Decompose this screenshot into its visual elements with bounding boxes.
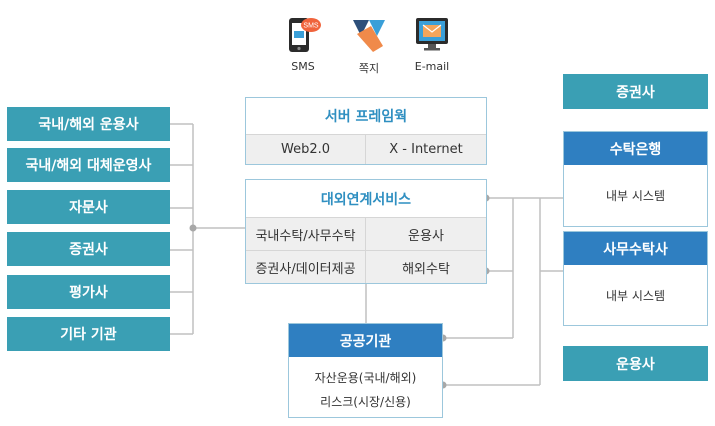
public-agency-line-2: 리스크(시장/신용) <box>320 394 411 409</box>
custody-bank-internal-system: 내부 시스템 <box>605 189 665 203</box>
left-item-advisory-firm[interactable]: 자문사 <box>7 190 170 224</box>
x-internet-cell: X - Internet <box>366 134 486 164</box>
web20-cell: Web2.0 <box>246 134 366 164</box>
right-asset-manager[interactable]: 운용사 <box>563 346 708 381</box>
sms-icon-group[interactable]: SMS SMS <box>285 14 321 84</box>
phone-sms-icon: SMS <box>289 18 321 52</box>
left-item-rating-agency[interactable]: 평가사 <box>7 275 170 309</box>
right-securities-firm[interactable]: 증권사 <box>563 74 708 109</box>
custody-bank-panel: 수탁은행 내부 시스템 <box>563 131 708 227</box>
securities-data-cell: 증권사/데이터제공 <box>246 250 366 283</box>
asset-manager-cell: 운용사 <box>366 217 486 250</box>
note-label: 쪽지 <box>358 62 380 75</box>
admin-custody-panel: 사무수탁사 내부 시스템 <box>563 231 708 326</box>
note-memo-icon <box>353 20 385 52</box>
domestic-admin-custody-cell: 국내수탁/사무수탁 <box>246 217 366 250</box>
public-agency-panel: 공공기관 자산운용(국내/해외) 리스크(시장/신용) <box>288 323 443 418</box>
email-icon-group[interactable]: E-mail <box>410 14 454 84</box>
sms-label: SMS <box>291 60 315 73</box>
custody-bank-title: 수탁은행 <box>564 132 707 165</box>
external-service-panel: 대외연계서비스 국내수탁/사무수탁 운용사 증권사/데이터제공 해외수탁 <box>245 179 487 284</box>
admin-custody-title: 사무수탁사 <box>564 232 707 265</box>
admin-custody-internal-system: 내부 시스템 <box>605 288 665 303</box>
sms-badge: SMS <box>303 23 319 30</box>
left-item-domestic-foreign-asset-manager[interactable]: 국내/해외 운용사 <box>7 107 170 141</box>
foreign-custody-cell: 해외수탁 <box>366 250 486 283</box>
server-framework-panel: 서버 프레임웍 Web2.0 X - Internet <box>245 97 487 165</box>
note-icon-group[interactable]: 쪽지 <box>349 14 389 84</box>
server-framework-title: 서버 프레임웍 <box>324 109 408 125</box>
left-item-domestic-foreign-alternative-manager[interactable]: 국내/해외 대체운영사 <box>7 148 170 182</box>
public-agency-line-1: 자산운용(국내/해외) <box>314 370 417 385</box>
left-item-securities-firm[interactable]: 증권사 <box>7 232 170 266</box>
left-item-other-institutions[interactable]: 기타 기관 <box>7 317 170 351</box>
email-monitor-icon <box>416 18 448 51</box>
public-agency-title: 공공기관 <box>289 324 442 357</box>
email-label: E-mail <box>414 60 450 73</box>
external-service-title: 대외연계서비스 <box>320 191 412 208</box>
